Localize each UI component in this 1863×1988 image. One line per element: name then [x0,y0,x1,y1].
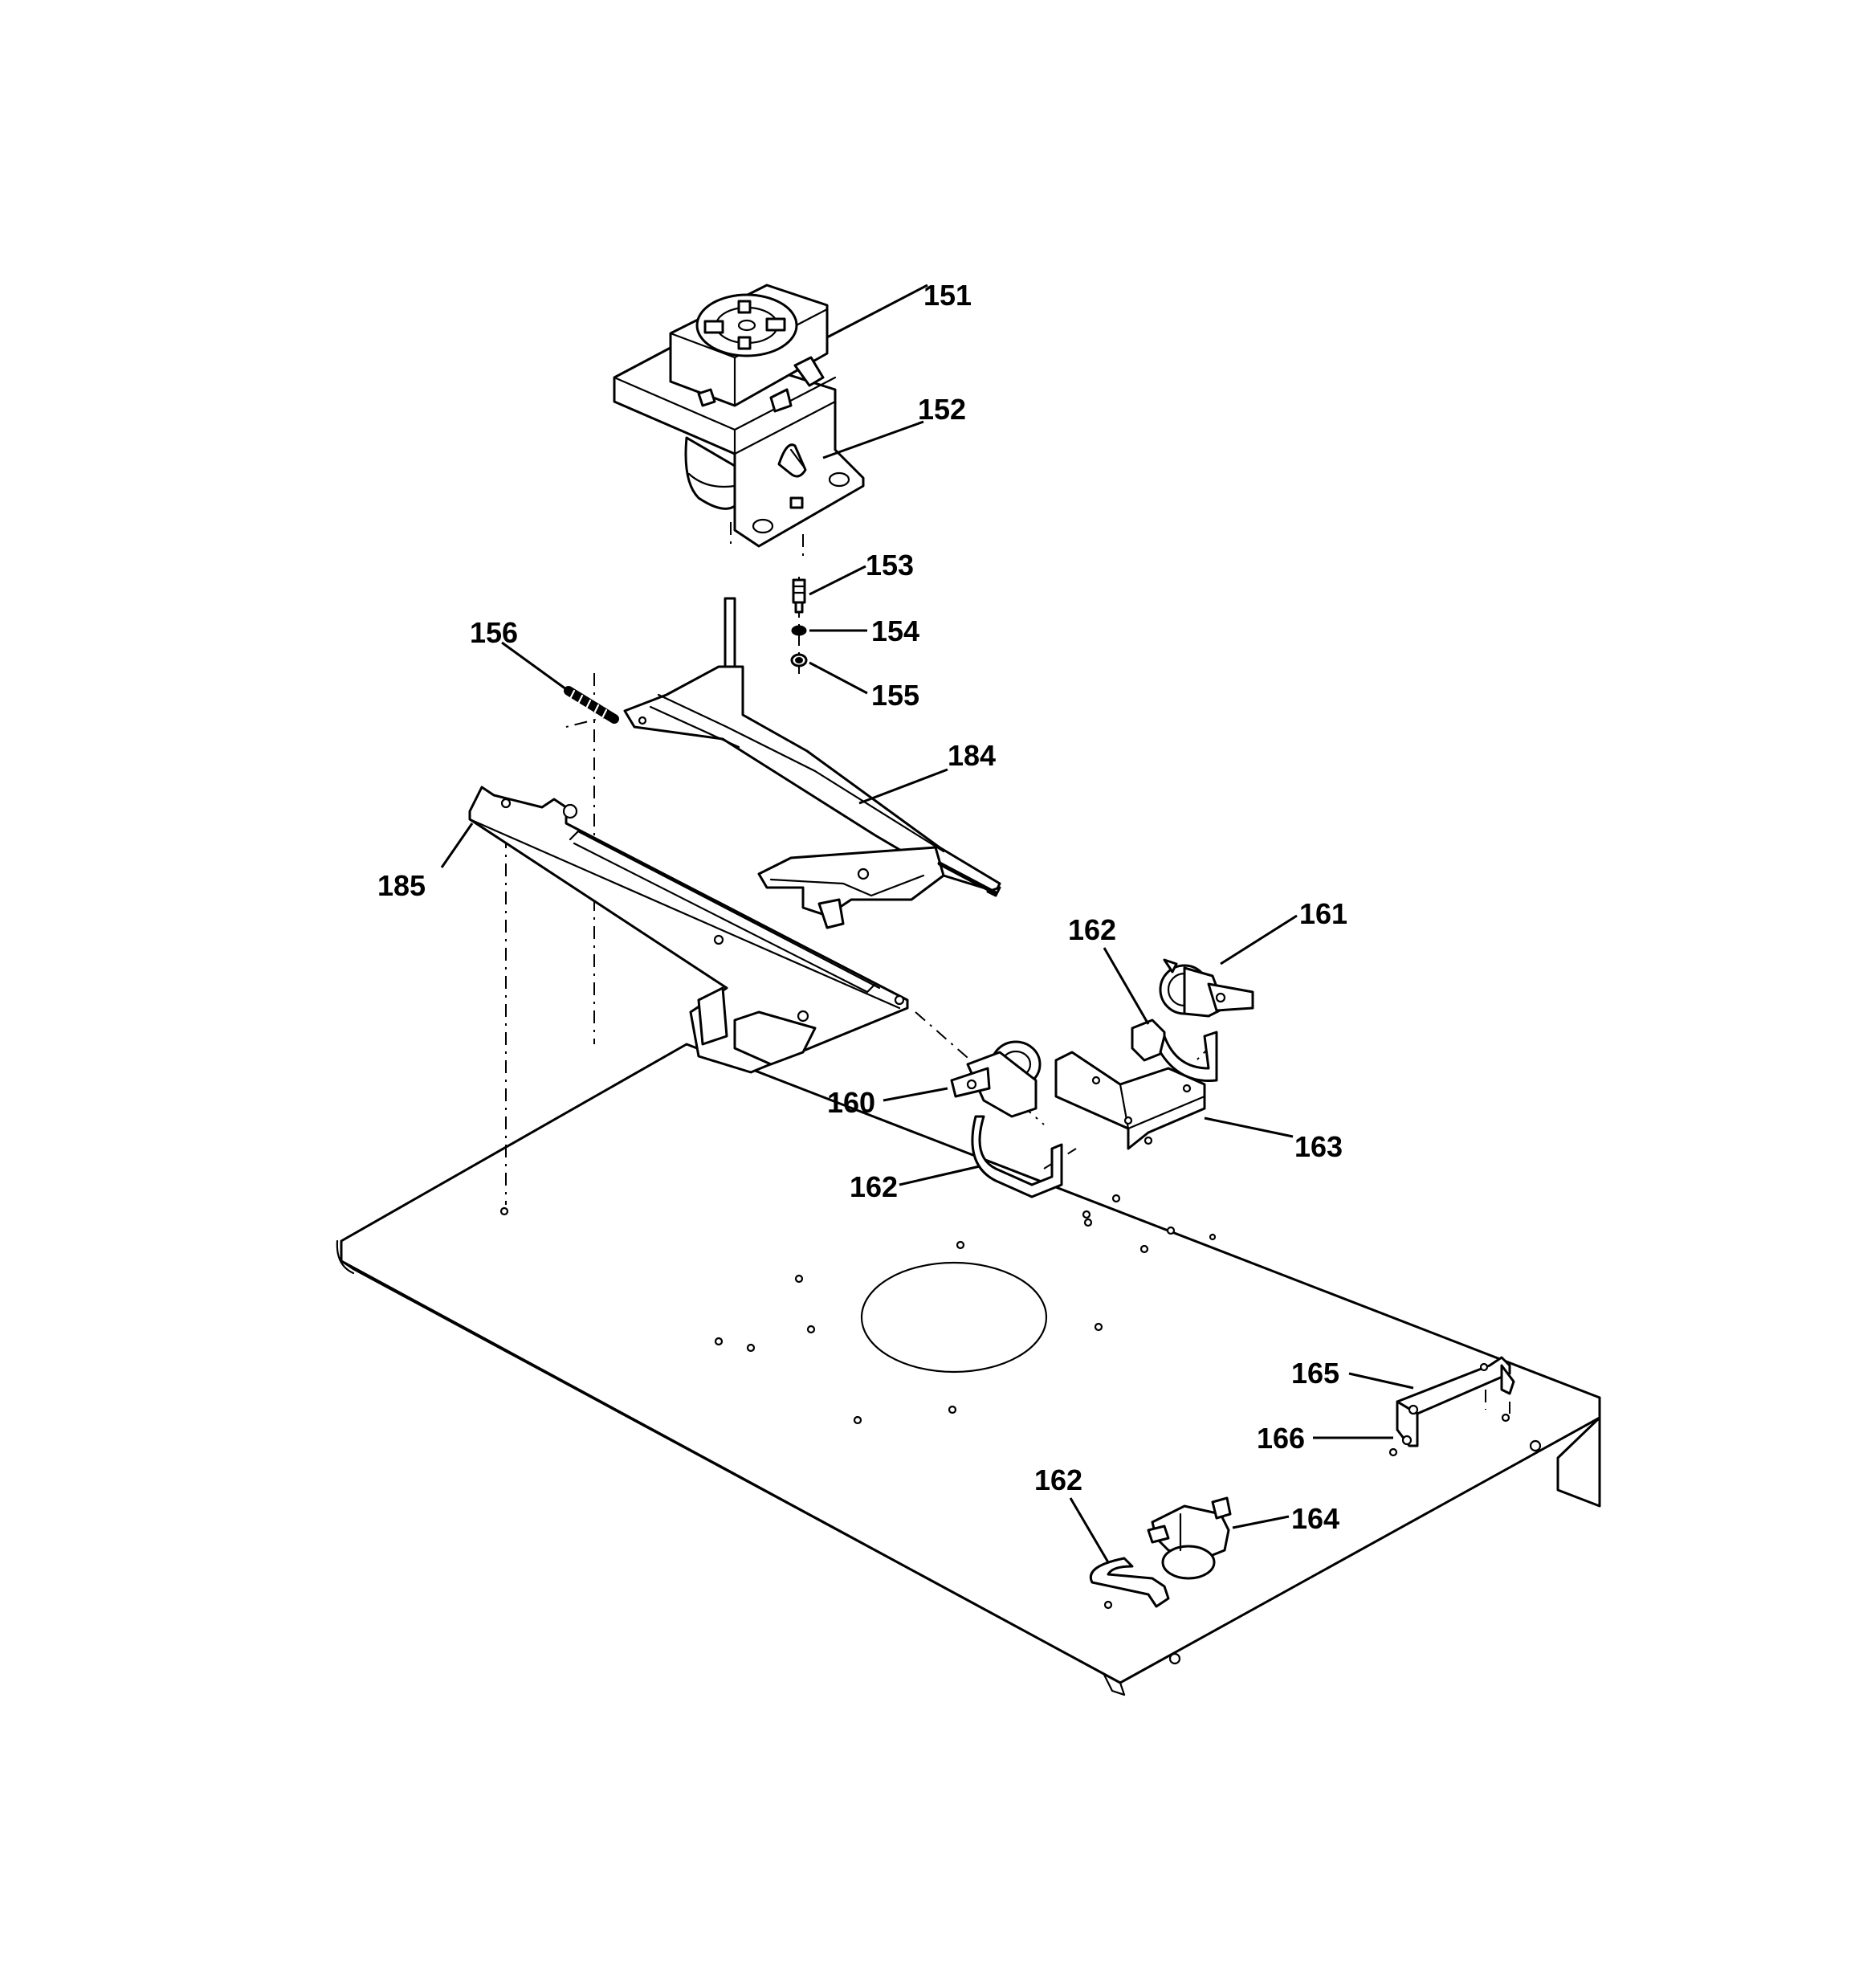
callout-163: 163 [1294,1130,1343,1163]
part-151-motor-assembly [613,284,865,548]
part-155-nut [790,653,808,667]
part-153-stud [792,578,806,614]
leader-lines [440,284,1414,1563]
part-165-bracket [1396,1356,1515,1447]
callout-152: 152 [918,393,966,426]
callout-162-lower: 162 [1034,1463,1082,1496]
part-162-clamp-upper [1131,1018,1218,1083]
callout-153: 153 [866,549,914,582]
part-185-bracket-rail [468,786,909,1074]
part-166-screw [1401,1435,1413,1446]
part-152-clip [777,443,807,478]
callout-154: 154 [871,614,919,647]
part-156-spring [564,686,619,724]
motor-dial [695,293,798,357]
callout-161: 161 [1299,897,1347,930]
part-161-thermostat [1159,958,1254,1018]
callout-151: 151 [923,279,972,312]
callout-160: 160 [827,1086,875,1119]
callout-184: 184 [948,739,996,772]
base-plate [336,1043,1601,1696]
callout-155: 155 [871,679,919,712]
callout-labels: 151 152 153 154 155 156 184 185 161 162 … [377,279,1347,1535]
part-184-actuator-lever [623,597,1001,929]
callout-164: 164 [1291,1502,1339,1535]
part-162-clamp-center [971,1115,1063,1198]
part-163-mounting-bracket [1054,1051,1206,1150]
part-160-thermostat [950,1040,1042,1118]
callout-156: 156 [470,616,518,649]
callout-185: 185 [377,869,426,902]
callout-166: 166 [1257,1422,1305,1455]
part-162-clamp-lower [1090,1557,1170,1608]
center-opening [860,1261,1048,1374]
callout-165: 165 [1291,1357,1339,1390]
part-154-washer [791,625,807,636]
callout-162-upper: 162 [1068,913,1116,946]
callout-162-center: 162 [850,1170,898,1203]
part-164-thermostat [1147,1496,1232,1580]
